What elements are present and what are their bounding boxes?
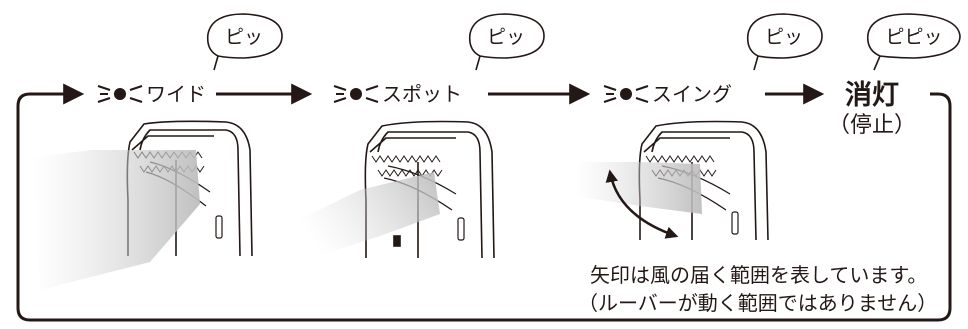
step-label-spot: スポット bbox=[382, 82, 462, 106]
led-light-icon bbox=[97, 85, 143, 103]
bubble-text: ピッ bbox=[765, 26, 803, 48]
led-light-icon bbox=[333, 85, 379, 103]
led-light-icon bbox=[603, 85, 649, 103]
bubble-text: ピピッ bbox=[885, 26, 942, 48]
speech-bubble-icon: ピピッ bbox=[866, 13, 961, 71]
speech-bubble-icon: ピッ bbox=[468, 13, 545, 71]
swing-arrow-icon bbox=[605, 169, 679, 239]
airflow-icon bbox=[290, 172, 440, 262]
note-line-2: （ルーバーが動く範囲ではありません） bbox=[578, 291, 937, 315]
step-label-wide: ワイド bbox=[146, 82, 206, 106]
note-line-1: 矢印は風の届く範囲を表しています。 bbox=[590, 263, 927, 287]
step-label-swing: スイング bbox=[652, 82, 732, 106]
step-label-off: 消灯 bbox=[845, 80, 899, 111]
airflow-icon bbox=[32, 150, 200, 290]
step-sublabel-off: （停止） bbox=[828, 113, 916, 138]
flow-loop bbox=[16, 83, 952, 322]
speech-bubble-icon: ピッ bbox=[206, 13, 283, 71]
speech-bubble-icon: ピッ bbox=[746, 13, 823, 71]
airflow-icon bbox=[574, 162, 702, 214]
bubble-text: ピッ bbox=[487, 26, 525, 48]
bubble-text: ピッ bbox=[225, 26, 263, 48]
